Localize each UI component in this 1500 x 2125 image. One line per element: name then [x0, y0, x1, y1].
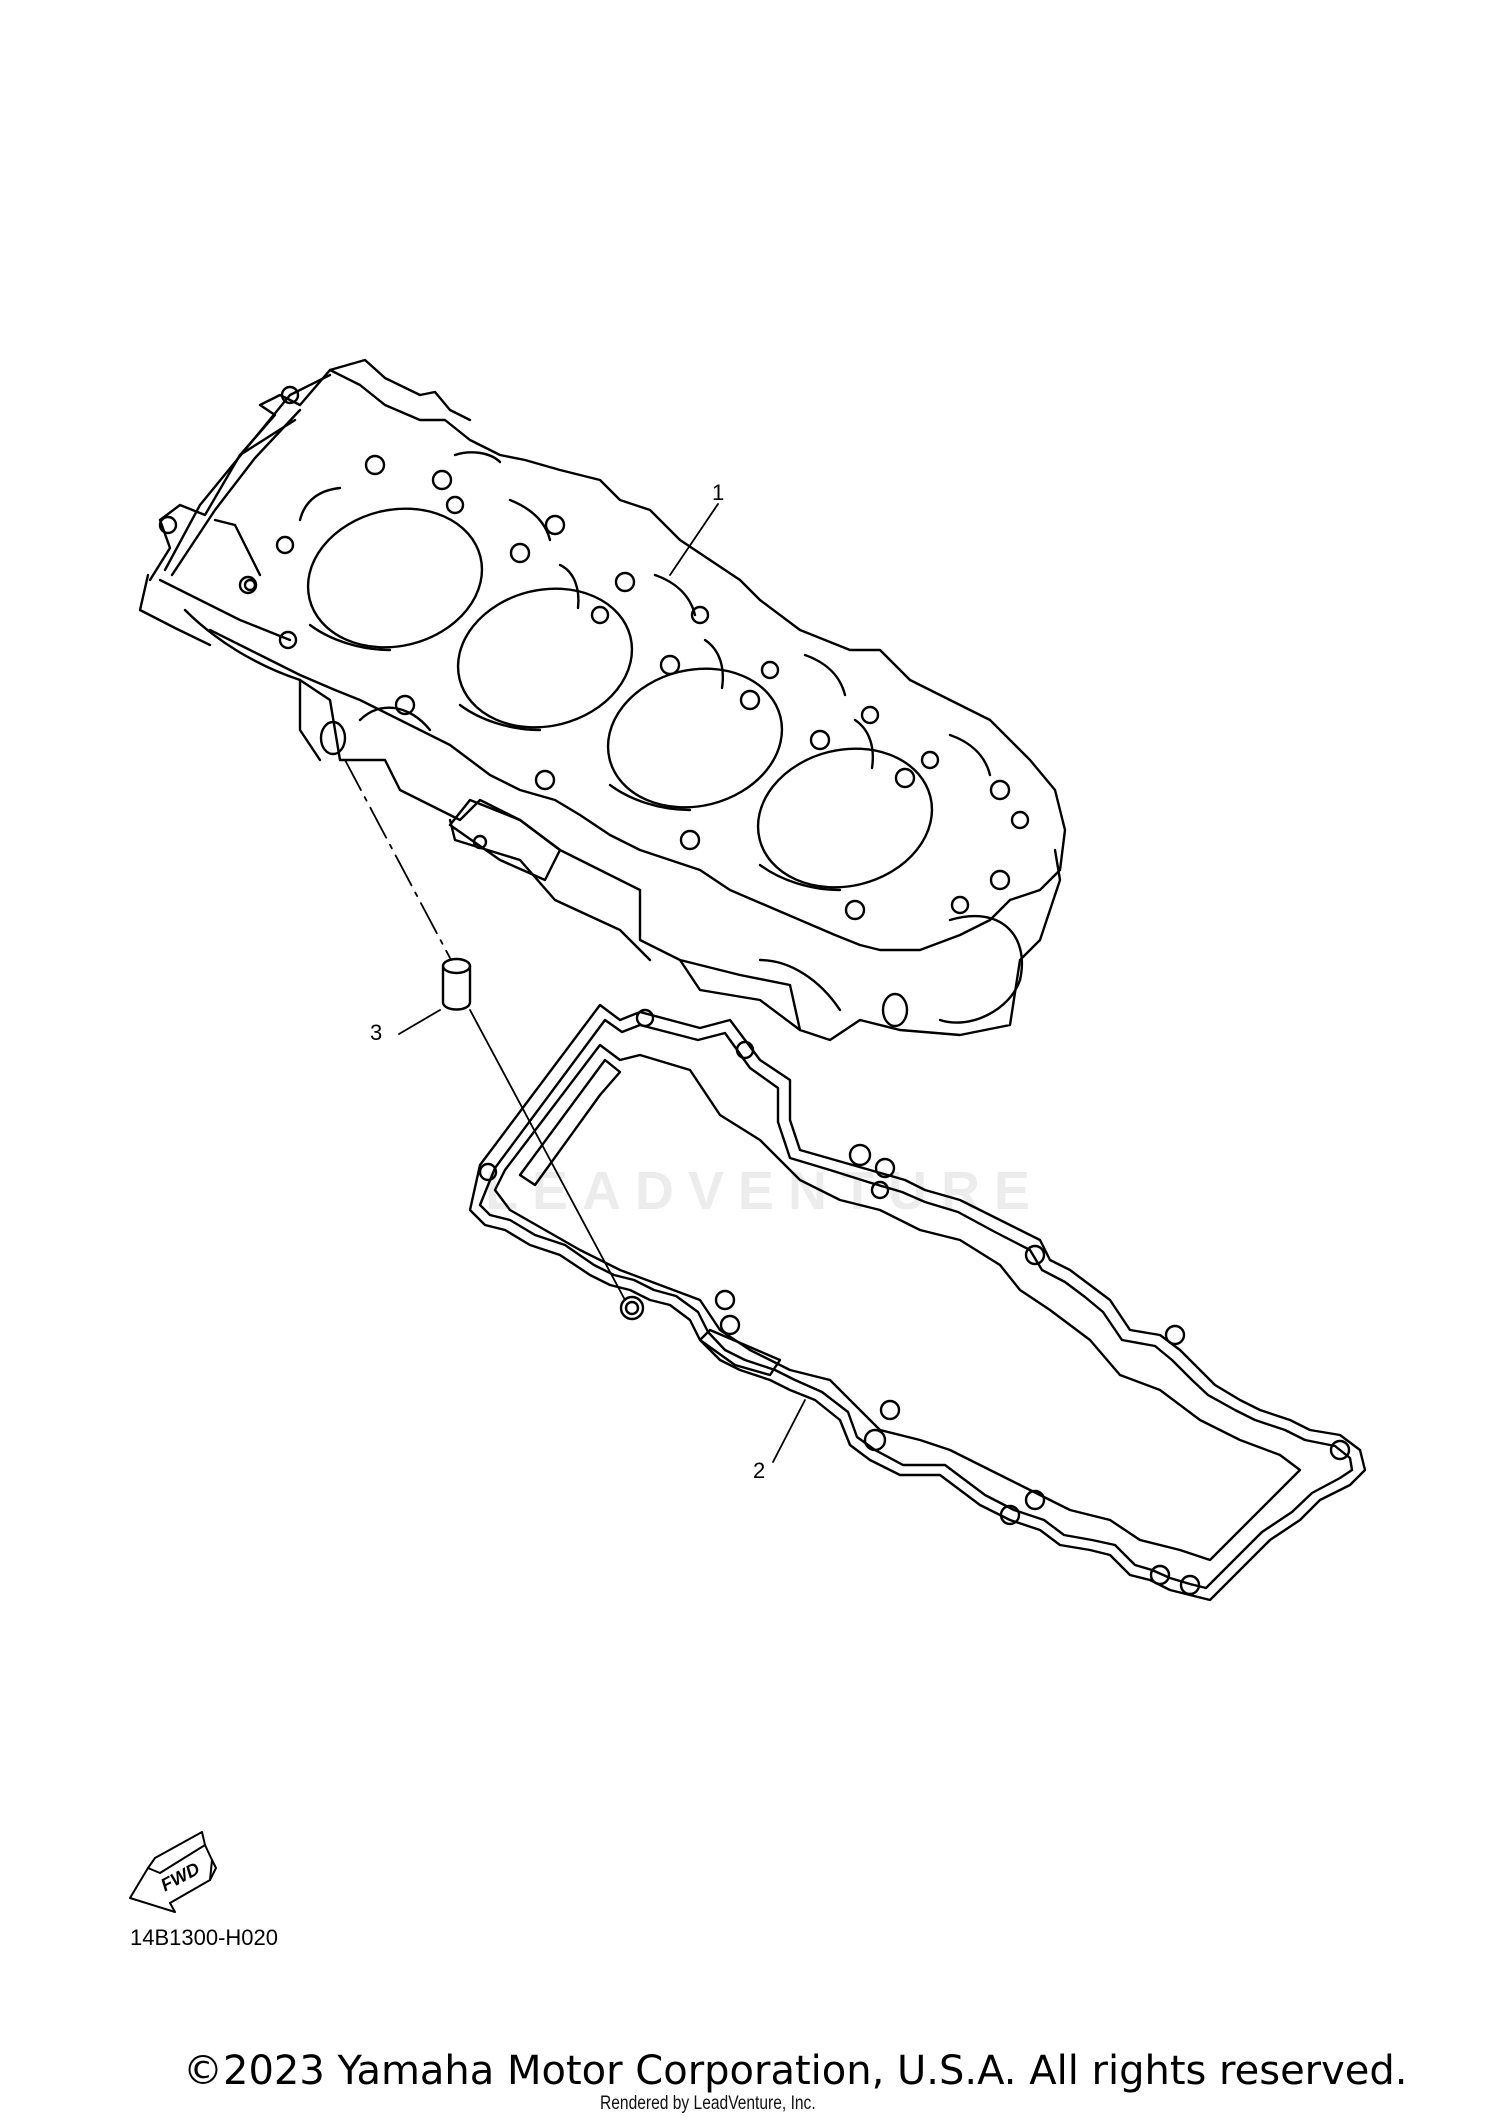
drawing-code: 14B1300-H020 — [130, 1925, 279, 1950]
copyright-notice: ©2023 Yamaha Motor Corporation, U.S.A. A… — [183, 2048, 1408, 2094]
rendered-by-note: Rendered by LeadVenture, Inc. — [600, 2093, 816, 2114]
fwd-label: FWD — [157, 1858, 203, 1895]
cylinder-block[interactable] — [138, 358, 1067, 1042]
callout-1[interactable]: 1 — [712, 480, 725, 505]
leader-lines — [344, 503, 806, 1463]
cylinder-gasket[interactable] — [468, 1003, 1367, 1602]
watermark: LEADVENTURE — [485, 1161, 1045, 1221]
fwd-arrow-badge — [129, 1831, 217, 1913]
callout-3[interactable]: 3 — [370, 1020, 383, 1045]
callout-2[interactable]: 2 — [753, 1458, 766, 1483]
dowel-pin[interactable] — [441, 957, 472, 1011]
